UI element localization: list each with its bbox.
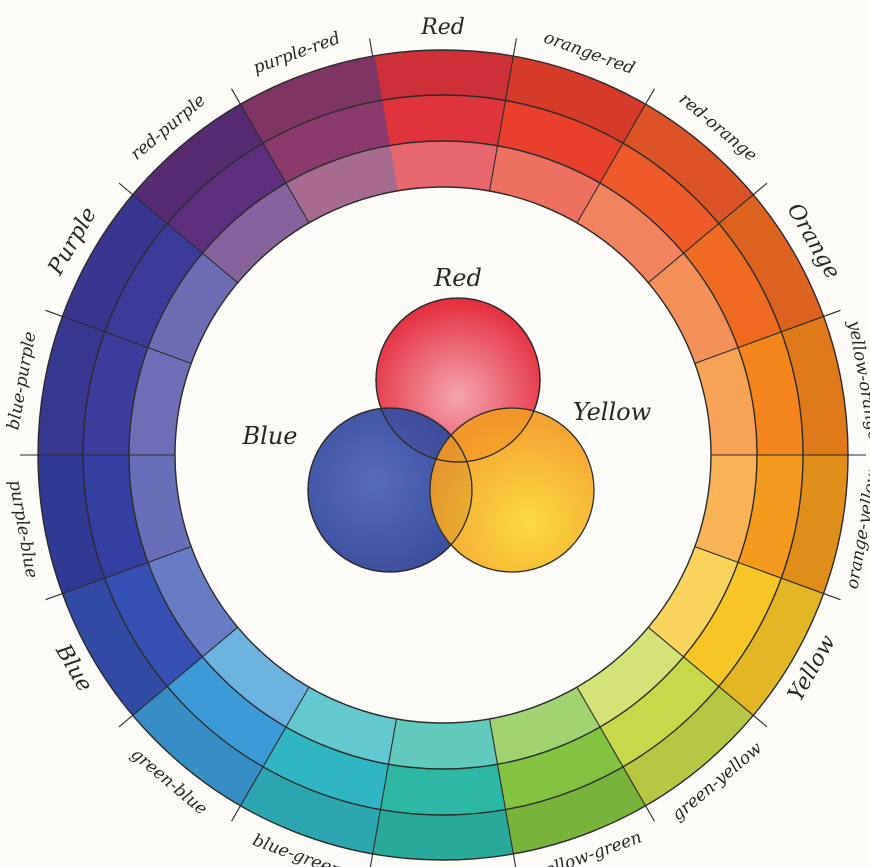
- wheel-segment-band: [167, 142, 288, 254]
- wheel-segment-band: [647, 546, 739, 659]
- wheel-segment-band: [489, 145, 602, 224]
- wheel-segment-band: [261, 726, 389, 810]
- wheel-segment-band: [683, 223, 782, 350]
- wheel-divider: [694, 546, 841, 601]
- wheel-divider: [576, 686, 655, 822]
- wheel-segment-band: [737, 455, 803, 580]
- wheel-divider: [118, 626, 239, 728]
- wheel-segment-band: [62, 193, 169, 332]
- wheel-segment-band: [166, 655, 286, 767]
- wheel-segment-label: Red: [420, 15, 465, 40]
- wheel-segment-band: [202, 182, 311, 283]
- wheel-divider: [369, 718, 398, 867]
- wheel-segment-band: [717, 578, 824, 717]
- wheel-divider: [45, 546, 192, 601]
- primary-yellow-label: Yellow: [573, 398, 652, 426]
- wheel-segment-band: [131, 684, 263, 806]
- wheel-segment-band: [577, 183, 685, 284]
- wheel-divider: [488, 718, 517, 867]
- wheel-segment-band: [575, 627, 684, 728]
- wheel-divider: [647, 182, 768, 284]
- wheel-segment-label: blue-purple: [4, 330, 41, 431]
- wheel-divider: [45, 309, 192, 364]
- wheel-segment-band: [378, 763, 506, 815]
- wheel-segment-band: [147, 545, 238, 657]
- wheel-segment-band: [263, 100, 391, 184]
- wheel-segment-band: [598, 656, 719, 768]
- wheel-segment-band: [38, 314, 106, 455]
- wheel-segment-band: [372, 50, 516, 101]
- wheel-segment-band: [380, 94, 508, 147]
- ring-outline: [128, 140, 758, 770]
- wheel-segment-band: [83, 453, 148, 579]
- primary-blue-outline: [307, 407, 473, 573]
- primary-red-label: Red: [433, 264, 482, 292]
- wheel-divider: [647, 626, 768, 728]
- wheel-segment-band: [104, 560, 203, 687]
- wheel-divider: [118, 182, 239, 284]
- primary-red-outline: [375, 297, 541, 463]
- wheel-segment-band: [718, 194, 825, 334]
- primary-yellow-circle: [429, 407, 595, 573]
- wheel-segment-band: [488, 687, 600, 765]
- wheel-segment-band: [780, 455, 848, 596]
- ring-outline: [82, 94, 804, 816]
- wheel-segment-band: [61, 576, 168, 716]
- wheel-divider: [576, 88, 655, 224]
- wheel-divider: [231, 88, 310, 224]
- primary-circles: [307, 297, 595, 573]
- wheel-segment-band: [600, 143, 720, 255]
- wheel-segment-band: [623, 104, 755, 226]
- wheel-segment-label: purple-blue: [4, 478, 41, 579]
- wheel-segment-band: [648, 253, 739, 365]
- wheel-segment-band: [104, 222, 204, 348]
- primary-blue-label: Blue: [242, 422, 298, 450]
- wheel-segment-band: [505, 56, 648, 145]
- wheel-segment-band: [38, 452, 105, 594]
- wheel-segment-band: [738, 331, 803, 457]
- wheel-segment-band: [497, 100, 625, 184]
- wheel-segment-band: [240, 55, 383, 144]
- wheel-segment-band: [132, 103, 265, 224]
- wheel-segment-band: [201, 626, 309, 727]
- wheel-segment-band: [386, 718, 498, 769]
- wheel-segment-band: [781, 316, 848, 458]
- wheel-segment-band: [503, 766, 646, 855]
- wheel-divider: [694, 309, 841, 364]
- wheel-segment-band: [284, 686, 397, 765]
- wheel-segment-band: [147, 251, 239, 364]
- wheel-segment-band: [370, 809, 514, 861]
- wheel-segment-band: [621, 686, 754, 807]
- wheel-segment-band: [495, 726, 623, 810]
- wheel-segment-band: [388, 141, 500, 192]
- ring-outline: [174, 186, 712, 724]
- wheel-segment-band: [238, 765, 381, 854]
- wheel-divider: [231, 686, 310, 822]
- wheel-divider: [488, 38, 517, 192]
- color-ring: [20, 38, 866, 867]
- wheel-segment-band: [682, 562, 782, 688]
- wheel-segment-band: [286, 145, 398, 223]
- wheel-segment-band: [83, 330, 149, 455]
- ring-outline: [37, 49, 849, 861]
